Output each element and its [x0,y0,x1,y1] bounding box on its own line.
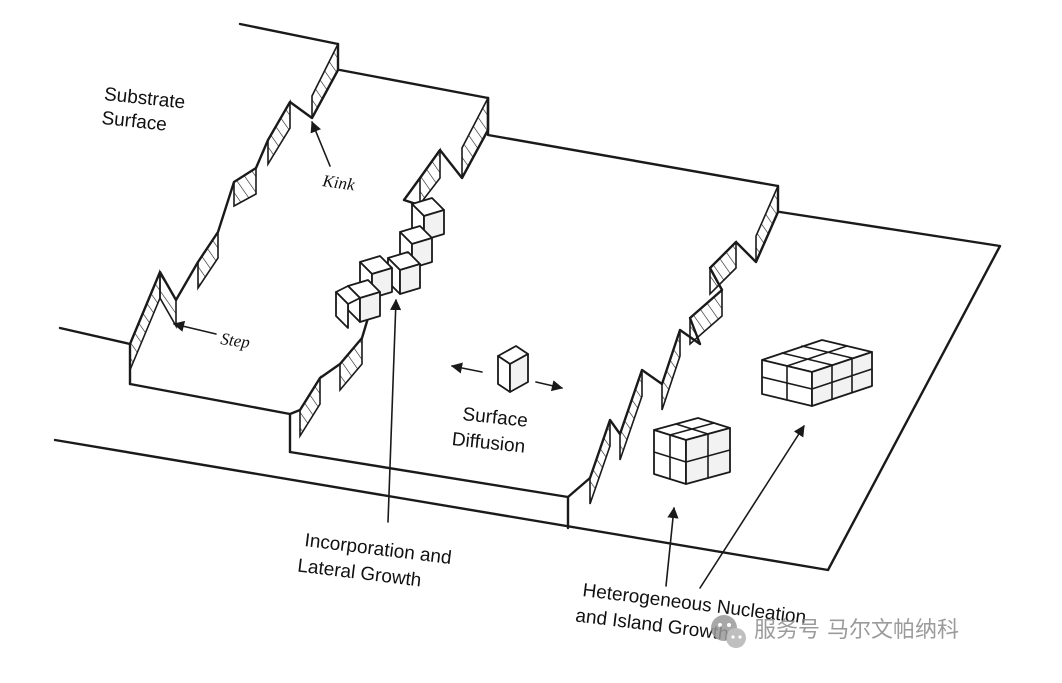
step-arrow [172,320,217,335]
diffusing-adatom [497,345,529,393]
label-incorporation: Incorporation and Lateral Growth [296,530,452,591]
top-substrate-surface [58,22,340,346]
label-surface-diffusion: Surface Diffusion [451,404,529,458]
watermark: 服务号 马尔文帕纳科 [711,615,959,648]
island-large [761,339,873,407]
watermark-text: 服务号 马尔文帕纳科 [754,618,959,643]
diffusion-arrow-right [535,380,564,392]
diffusion-arrow-left [450,362,483,374]
label-kink: Kink [320,171,356,194]
step-edge-left [128,42,340,386]
label-substrate-line2: Surface [101,108,168,136]
label-substrate-surface: Substrate Surface [101,84,187,136]
incorporated-cubes [335,197,445,329]
step-edge-middle [288,96,490,454]
terrace-upper [128,68,490,416]
kink-arrow [310,120,331,167]
incorporation-arrow [387,298,402,523]
base-substrate-plane [53,210,1002,572]
nucleation-arrow-large [699,425,805,589]
step-edge-right [566,184,780,505]
label-step: Step [219,329,251,352]
island-small [653,417,731,485]
wechat-icon [711,615,746,648]
label-heterogeneous: Heterogeneous Nucleation and Island Grow… [574,580,807,645]
nucleation-arrow-small [665,506,679,587]
label-diffusion-line1: Surface [461,404,528,432]
label-diffusion-line2: Diffusion [451,429,526,458]
